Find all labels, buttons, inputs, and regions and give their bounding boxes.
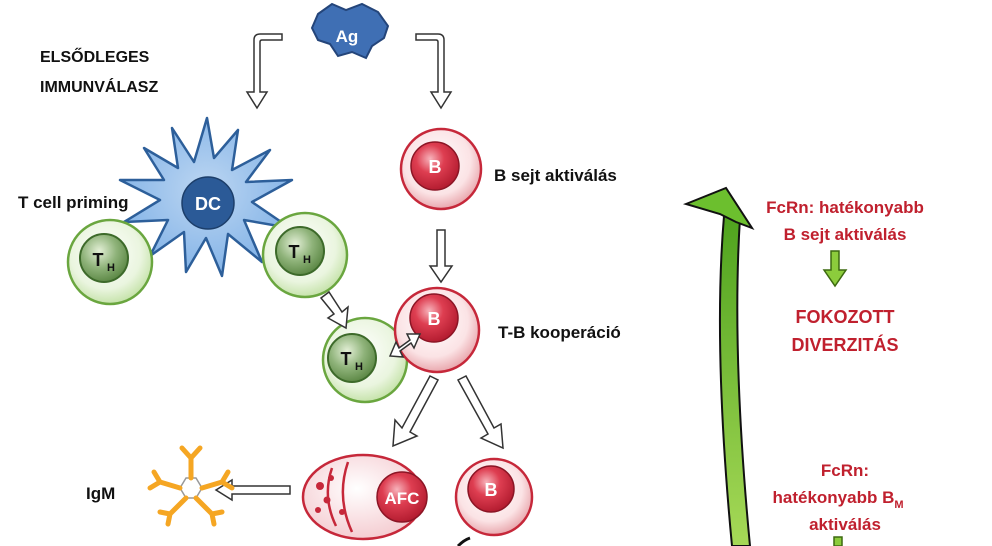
th-cell-1: T H bbox=[66, 218, 154, 306]
bottom-curve-left bbox=[456, 536, 471, 546]
igm-label: IgM bbox=[86, 484, 115, 503]
afc-cell: AFC bbox=[301, 453, 428, 541]
th2-label: T bbox=[289, 242, 300, 262]
b-cell-memory: B bbox=[454, 457, 534, 537]
diversity-line2: DIVERZITÁS bbox=[791, 334, 898, 355]
green-curved-arrow bbox=[682, 186, 755, 546]
fcrn-bm-line1: FcRn: bbox=[821, 461, 869, 480]
b-activation-label: B sejt aktiválás bbox=[494, 166, 617, 185]
antigen-shape bbox=[310, 2, 390, 60]
arrow-th-to-th bbox=[319, 290, 349, 330]
igm-molecule bbox=[147, 445, 235, 527]
antigen: Ag bbox=[310, 2, 390, 60]
b2-label: B bbox=[428, 309, 441, 329]
arrow-to-memory-b bbox=[456, 375, 504, 450]
antigen-label: Ag bbox=[336, 27, 359, 46]
b-cell-1: B bbox=[399, 127, 483, 211]
t-cell-priming-label: T cell priming bbox=[18, 193, 129, 212]
diversity-line1: FOKOZOTT bbox=[796, 307, 895, 327]
fcrn-bm-line2-text: hatékonyabb B bbox=[772, 488, 894, 507]
th1-sub: H bbox=[107, 262, 115, 274]
th3-label: T bbox=[341, 349, 352, 369]
fcrn-bm-line2-sub: M bbox=[894, 499, 903, 511]
th3-sub: H bbox=[355, 361, 363, 373]
fcrn-b-line1: FcRn: hatékonyabb bbox=[766, 198, 924, 217]
double-arrow-tb bbox=[388, 333, 422, 358]
arrow-b-down bbox=[428, 229, 454, 284]
split-arrow-left bbox=[245, 33, 283, 110]
th-cell-2: T H bbox=[261, 211, 349, 299]
arrow-to-afc bbox=[392, 375, 440, 448]
fcrn-bm-line2: hatékonyabb BM bbox=[772, 488, 903, 511]
arrow-afc-to-igm bbox=[214, 478, 291, 502]
small-green-arrow-1 bbox=[822, 250, 848, 288]
dc-nucleus bbox=[181, 176, 235, 230]
heading-line2: IMMUNVÁLASZ bbox=[40, 77, 158, 96]
b-cell-2: B bbox=[393, 286, 481, 374]
tb-cooperation-label: T-B kooperáció bbox=[498, 323, 621, 342]
dc-label: DC bbox=[195, 194, 221, 214]
fcrn-b-line2: B sejt aktiválás bbox=[784, 225, 907, 244]
dendritic-cell: DC bbox=[118, 116, 294, 278]
fcrn-bm-line3: aktiválás bbox=[809, 515, 881, 534]
th2-sub: H bbox=[303, 254, 311, 266]
split-arrow-right bbox=[415, 33, 453, 110]
heading-line1: ELSŐDLEGES bbox=[40, 47, 150, 66]
small-green-arrow-2 bbox=[833, 536, 843, 546]
b3-label: B bbox=[485, 480, 498, 500]
th1-label: T bbox=[93, 250, 104, 270]
b1-label: B bbox=[429, 157, 442, 177]
afc-label: AFC bbox=[385, 489, 420, 508]
